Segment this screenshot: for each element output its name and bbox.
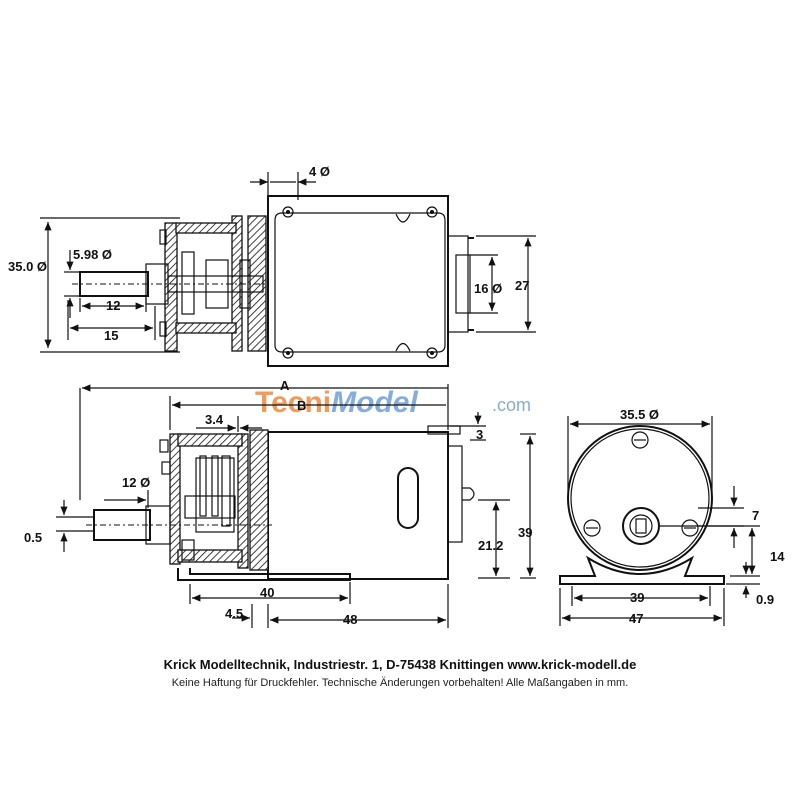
watermark-logo: TecniModel .com xyxy=(255,386,531,419)
dim-axis-height: 21.2 xyxy=(478,538,503,553)
dim-total-height: 39 xyxy=(518,525,532,540)
dim-shaft-dia: 5.98 Ø xyxy=(73,247,112,262)
svg-text:TecniModel: TecniModel xyxy=(255,386,418,419)
output-shaft-side xyxy=(93,509,151,541)
mounting-base xyxy=(559,555,725,585)
watermark-brand-part3: .com xyxy=(492,395,531,415)
label-a: A xyxy=(280,378,290,393)
dim-gear-offset: 3.4 xyxy=(205,412,224,427)
dim-base-width: 47 xyxy=(629,611,643,626)
motor-can-top xyxy=(267,195,449,367)
dim-body-height: 35.0 Ø xyxy=(8,259,47,274)
watermark-brand-part1: Tecni xyxy=(255,386,331,419)
label-b: B xyxy=(297,398,306,413)
dim-hole-spacing: 39 xyxy=(630,590,644,605)
dim-base-thickness: 0.9 xyxy=(756,592,774,607)
dim-axis-height-front: 14 xyxy=(770,549,785,564)
top-view: 4 Ø 35.0 Ø 5.98 Ø 12 15 16 Ø 27 xyxy=(8,164,536,367)
dim-hole-offset: 7 xyxy=(752,508,759,523)
dim-top-gap: 3 xyxy=(476,427,483,442)
footer-disclaimer: Keine Haftung für Druckfehler. Technisch… xyxy=(171,677,629,689)
dim-shaft-total: 15 xyxy=(104,328,118,343)
dim-shaft-offset: 0.5 xyxy=(24,530,42,545)
dim-terminal-dia: 16 Ø xyxy=(474,281,502,296)
dim-shaft-len: 12 xyxy=(106,298,120,313)
motor-can-side xyxy=(267,431,449,580)
dim-bracket-offset: 4.5 xyxy=(225,606,243,621)
dim-motor-len: 48 xyxy=(343,612,357,627)
front-view: 35.5 Ø 7 14 0.9 39 47 xyxy=(559,407,785,626)
dim-shaft-hole: 4 Ø xyxy=(309,164,330,179)
footer-address: Krick Modelltechnik, Industriestr. 1, D-… xyxy=(163,657,637,672)
dim-terminal-height: 27 xyxy=(515,278,529,293)
dim-bracket-len: 40 xyxy=(260,585,274,600)
watermark-brand-part2: Model xyxy=(331,386,418,419)
dim-body-dia: 35.5 Ø xyxy=(620,407,659,422)
dim-output-dia: 12 Ø xyxy=(122,475,150,490)
side-view: A B 3.4 xyxy=(24,378,536,628)
